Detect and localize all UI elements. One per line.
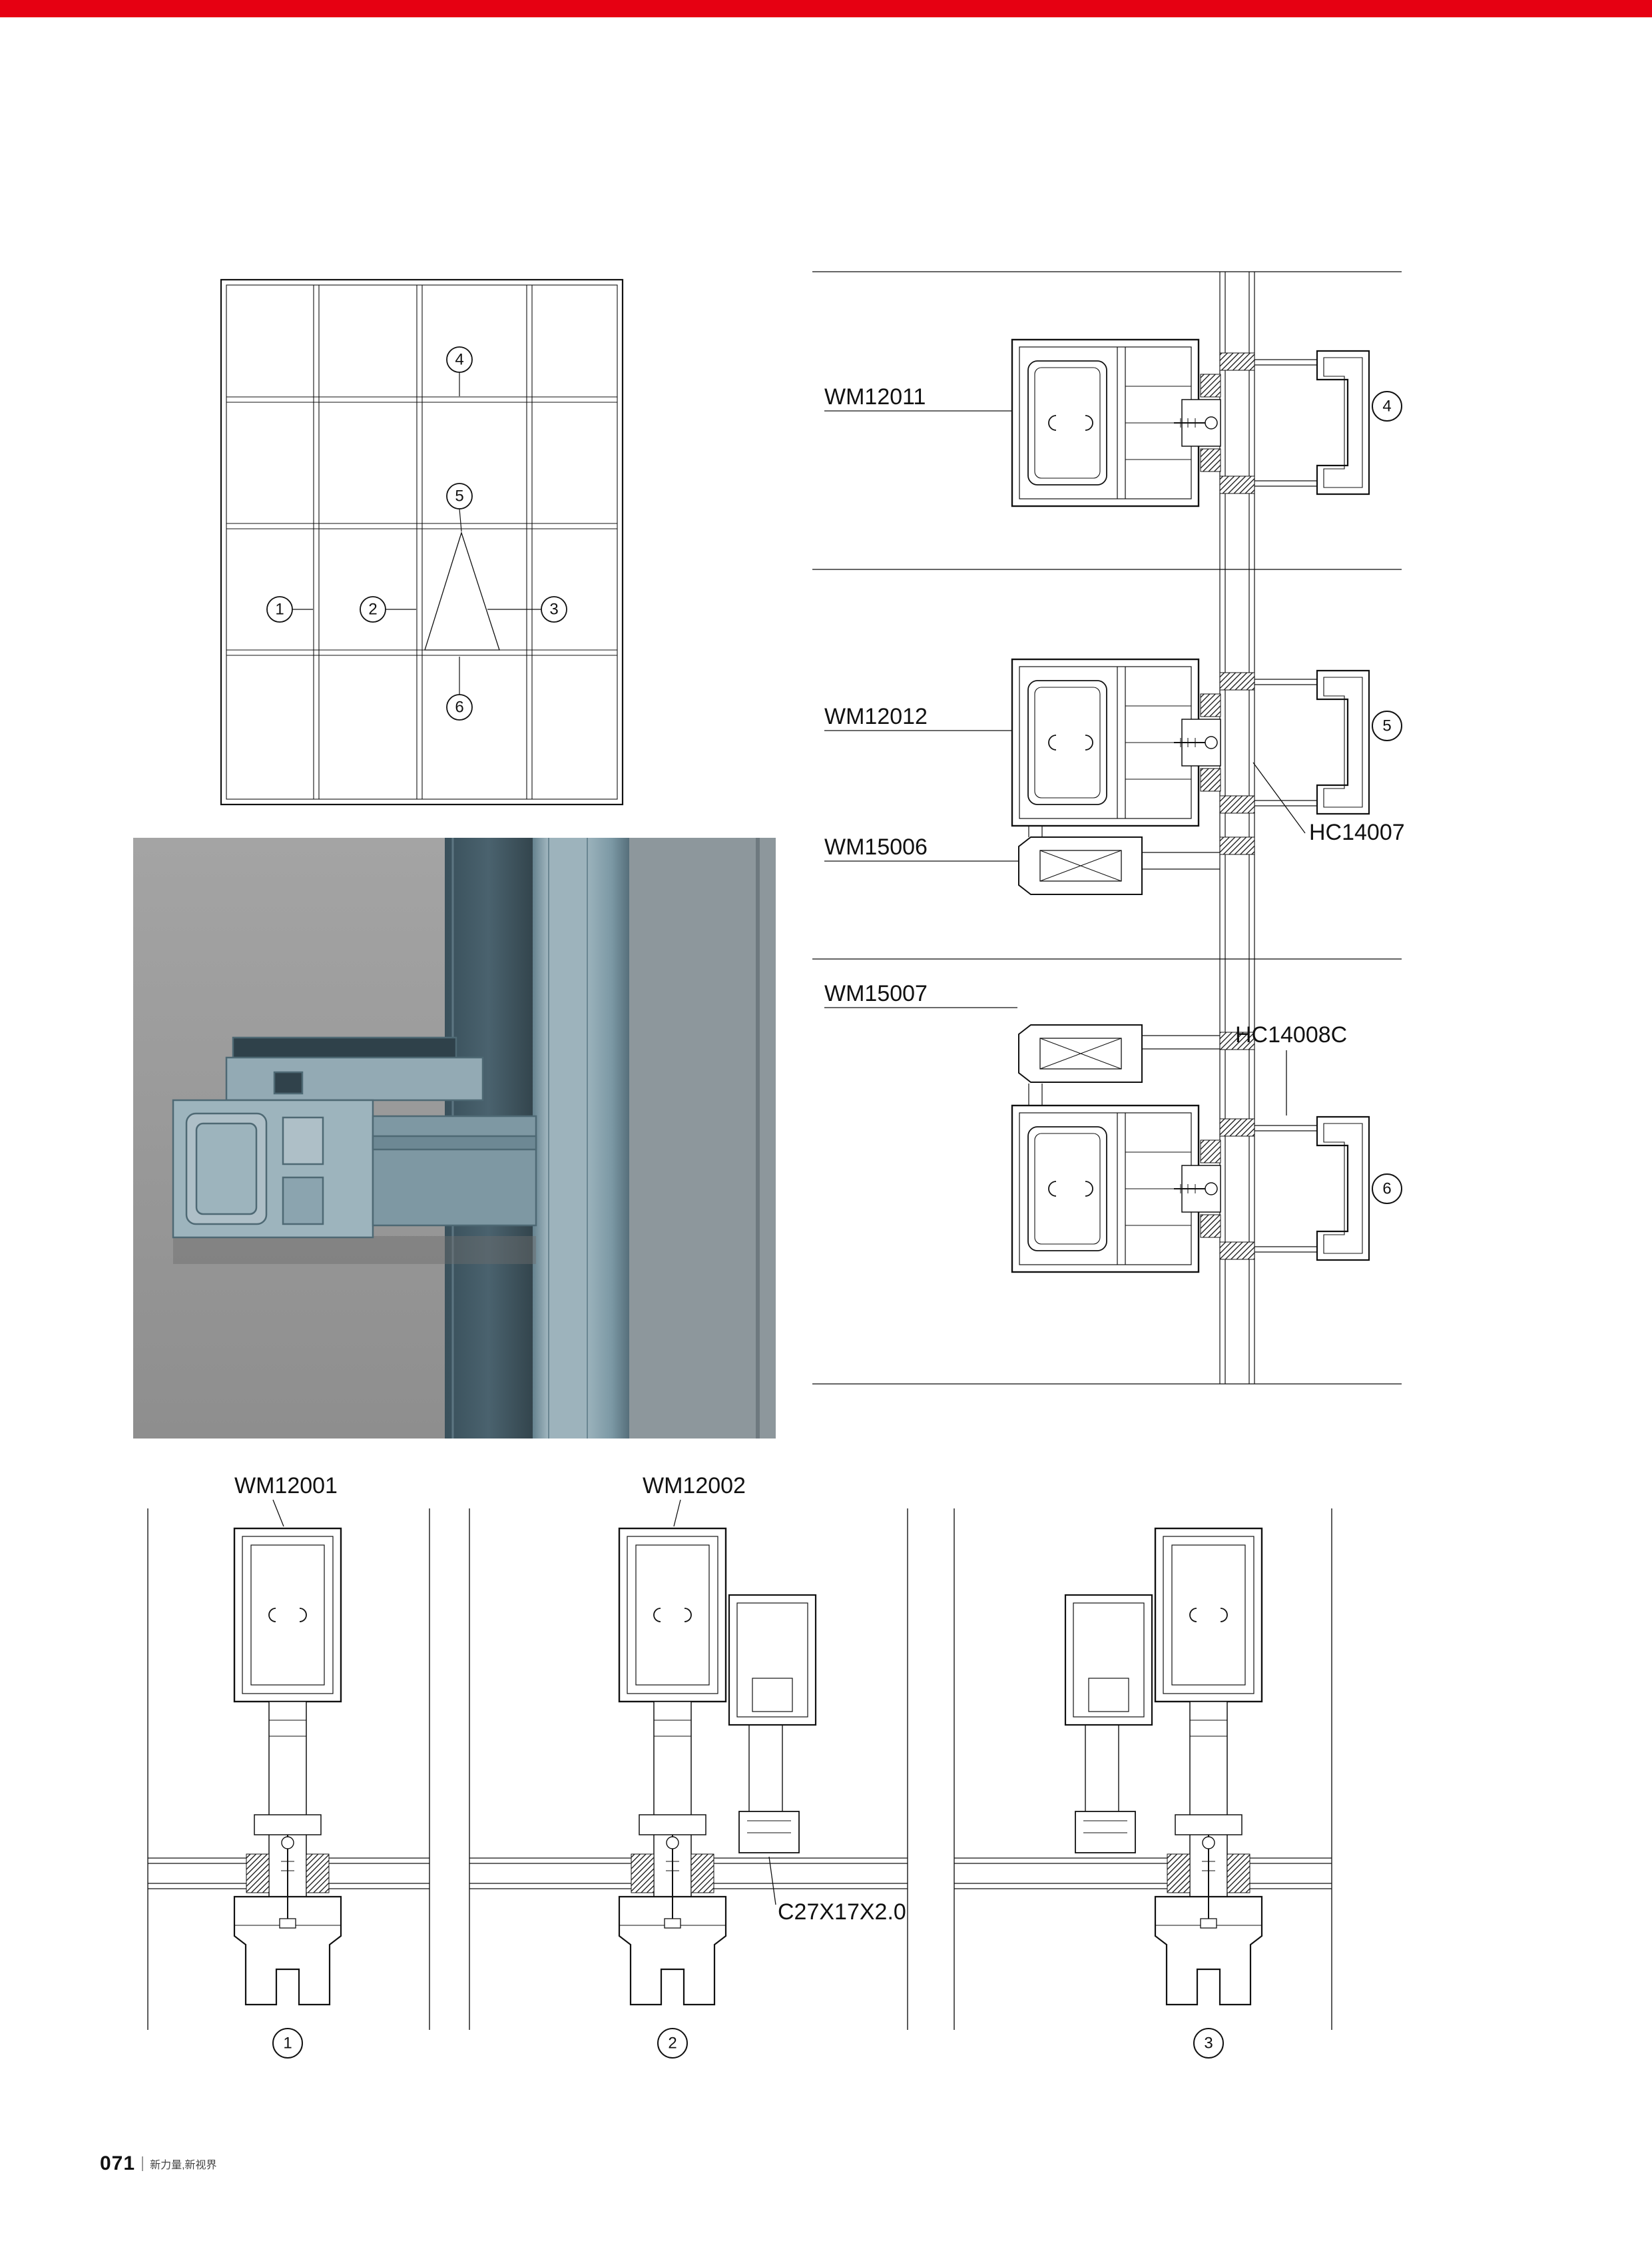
callout-2-number: 2 — [368, 601, 377, 619]
callout-1: 1 — [266, 596, 313, 623]
break-lines — [812, 271, 1402, 1385]
callout-4: 4 — [446, 346, 473, 396]
profile-frame-channel-6 — [1316, 1116, 1370, 1261]
render-right-panel — [629, 838, 776, 1439]
callout-1-number: 1 — [275, 601, 284, 619]
callout-6-section-badge — [1372, 1173, 1402, 1204]
callout-3-badge — [541, 596, 567, 623]
callout-5-section-badge — [1372, 711, 1402, 741]
opening-direction-triangle — [424, 531, 500, 651]
callout-3-section-number: 3 — [1204, 2035, 1213, 2053]
elevation-diagram: 4 5 1 2 3 6 — [220, 278, 624, 806]
label-wm12011: WM12011 — [824, 384, 926, 410]
callout-4-number: 4 — [455, 351, 463, 369]
label-wm12002: WM12002 — [643, 1473, 746, 1498]
horizontal-section-1: WM12001 1 — [233, 1473, 342, 2059]
elevation-transoms — [226, 396, 617, 656]
profile-wm12011 — [1011, 338, 1222, 507]
render-shadow — [173, 1236, 536, 1264]
profile-frame-channel-4 — [1316, 350, 1370, 495]
callout-1-section-badge — [272, 2028, 303, 2059]
leader-wm12001 — [272, 1499, 284, 1527]
label-wm12001: WM12001 — [234, 1473, 338, 1498]
vertical-section-5: WM12012 WM15006 HC14007 5 — [824, 658, 1405, 895]
vertical-section-4: WM12011 4 — [824, 338, 1402, 507]
glass-lines-bottom — [148, 1857, 1332, 1889]
callout-2: 2 — [360, 596, 416, 623]
profile-frame-6 — [1011, 1104, 1222, 1273]
profile-wm15007 — [1018, 1024, 1143, 1083]
vertical-sections-drawing: WM12011 4 WM12012 WM15006 HC14007 5 — [812, 271, 1405, 1385]
profile-sash-3 — [1064, 1594, 1153, 1853]
profile-wm12002-sash — [728, 1594, 817, 1853]
callout-2-section-number: 2 — [668, 2035, 677, 2053]
label-wm12012: WM12012 — [824, 704, 928, 729]
profile-c27-channel — [738, 1811, 800, 1853]
callout-5-badge — [446, 483, 473, 509]
label-c27-note: C27X17X2.0 — [778, 1899, 906, 1925]
label-wm15007: WM15007 — [824, 981, 928, 1006]
horizontal-section-2: WM12002 C27X17X2.0 2 — [618, 1473, 906, 2059]
callout-1-section-number: 1 — [283, 2035, 292, 2053]
callout-3-number: 3 — [549, 601, 558, 619]
horizontal-sections-drawing: WM12001 1 WM12002 C27X17X2.0 — [147, 1473, 1332, 2059]
callout-6-badge — [446, 694, 473, 721]
callout-4-section-number: 4 — [1382, 398, 1391, 416]
profile-frame-channel-5 — [1316, 669, 1370, 815]
callout-4-section-badge — [1372, 391, 1402, 422]
profile-wm12001 — [233, 1527, 342, 2006]
callout-1-badge — [266, 596, 293, 623]
callout-4-badge — [446, 346, 473, 373]
profile-mullion-3 — [1154, 1527, 1263, 2006]
break-lines-bottom — [147, 1508, 1332, 2030]
product-render — [133, 838, 776, 1439]
label-wm15006: WM15006 — [824, 834, 928, 860]
footer: 071 新力量,新视界 — [100, 2152, 217, 2175]
footer-divider — [142, 2156, 144, 2171]
label-hc14007: HC14007 — [1309, 820, 1405, 845]
callout-5-number: 5 — [455, 487, 463, 505]
callout-6-number: 6 — [455, 699, 463, 717]
leader-c27-note — [768, 1856, 776, 1905]
profile-wm12012 — [1011, 658, 1222, 827]
leader-wm12002 — [673, 1499, 681, 1527]
horizontal-section-3: 3 — [1064, 1527, 1263, 2059]
callout-3: 3 — [487, 596, 567, 623]
page-number: 071 — [100, 2152, 136, 2174]
glass-spacers — [1219, 352, 1255, 1260]
callout-6: 6 — [446, 657, 473, 721]
top-bar — [0, 0, 1652, 17]
elevation-mullions — [313, 285, 533, 799]
render-transom-profile — [172, 1036, 537, 1239]
top-accent-bar — [0, 0, 1652, 17]
glass-lines — [1219, 272, 1255, 1384]
callout-6-section-number: 6 — [1382, 1180, 1391, 1198]
callout-5: 5 — [446, 483, 473, 532]
profile-wm15006 — [1018, 836, 1143, 895]
leader-hc14007 — [1252, 762, 1306, 834]
callout-5-section-number: 5 — [1382, 717, 1391, 735]
footer-tagline: 新力量,新视界 — [150, 2160, 217, 2171]
callout-2-section-badge — [657, 2028, 688, 2059]
vertical-section-6: WM15007 HC14008C 6 — [824, 981, 1402, 1273]
label-hc14008c: HC14008C — [1235, 1022, 1347, 1048]
callout-3-section-badge — [1193, 2028, 1224, 2059]
profile-mullion-2 — [618, 1527, 727, 2006]
callout-2-badge — [360, 596, 386, 623]
